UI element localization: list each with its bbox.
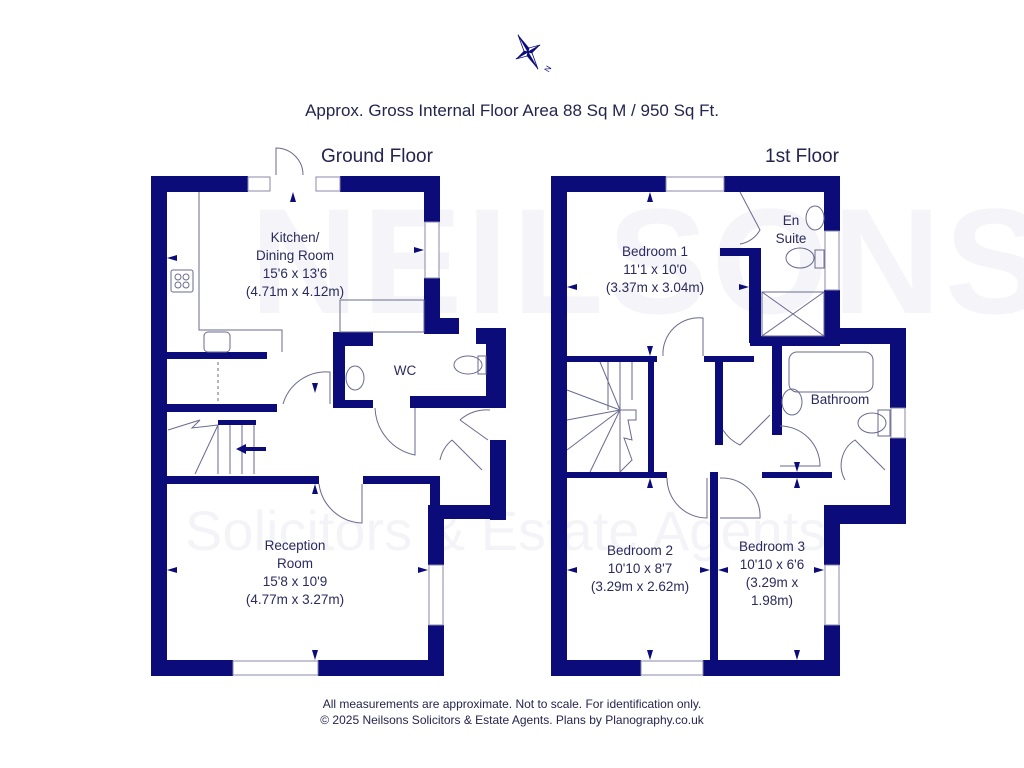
reception-metric: (4.77m x 3.27m)	[245, 592, 345, 607]
ground-floor-label: Ground Floor	[321, 146, 433, 167]
reception-name-line1: Reception	[264, 538, 326, 553]
bedroom-1-metric: (3.37m x 3.04m)	[605, 280, 705, 295]
kitchen-dining-room-label: Kitchen/ Dining Room 15'6 x 13'6 (4.71m …	[225, 229, 365, 301]
kitchen-name-line2: Dining Room	[255, 248, 335, 263]
compass-rose-icon: N	[500, 30, 560, 78]
bedroom-3-label: Bedroom 3 10'10 x 6'6 (3.29m x 1.98m)	[722, 538, 822, 610]
en-suite-line2: Suite	[775, 231, 807, 246]
bedroom-2-name: Bedroom 2	[606, 543, 674, 558]
bedroom-3-imperial: 10'10 x 6'6	[739, 557, 805, 572]
bedroom-1-imperial: 11'1 x 10'0	[623, 262, 687, 277]
disclaimer-footer: All measurements are approximate. Not to…	[0, 696, 1024, 728]
bedroom-2-metric: (3.29m x 2.62m)	[590, 579, 690, 594]
copyright-line: © 2025 Neilsons Solicitors & Estate Agen…	[320, 713, 704, 727]
kitchen-imperial: 15'6 x 13'6	[262, 266, 328, 281]
bedroom-3-metric-line1: (3.29m x	[745, 575, 799, 590]
wc-label: WC	[393, 363, 417, 378]
bedroom-2-label: Bedroom 2 10'10 x 8'7 (3.29m x 2.62m)	[570, 542, 710, 596]
reception-room-label: Reception Room 15'8 x 10'9 (4.77m x 3.27…	[225, 537, 365, 609]
bedroom-2-imperial: 10'10 x 8'7	[607, 561, 673, 576]
reception-imperial: 15'8 x 10'9	[262, 574, 328, 589]
en-suite-label: En Suite	[766, 212, 816, 248]
bedroom-1-label: Bedroom 1 11'1 x 10'0 (3.37m x 3.04m)	[585, 243, 725, 297]
bathroom-label: Bathroom	[810, 392, 870, 407]
first-floor-label: 1st Floor	[765, 146, 839, 167]
bedroom-3-metric-line2: 1.98m)	[750, 593, 794, 608]
bedroom-3-name: Bedroom 3	[738, 539, 806, 554]
bedroom-1-name: Bedroom 1	[621, 244, 689, 259]
en-suite-line1: En	[782, 213, 800, 228]
compass-north-label: N	[543, 64, 554, 74]
reception-name-line2: Room	[276, 556, 313, 571]
disclaimer-line1: All measurements are approximate. Not to…	[322, 697, 702, 711]
floor-area-title: Approx. Gross Internal Floor Area 88 Sq …	[305, 101, 719, 120]
kitchen-metric: (4.71m x 4.12m)	[245, 284, 345, 299]
kitchen-name-line1: Kitchen/	[270, 230, 320, 245]
